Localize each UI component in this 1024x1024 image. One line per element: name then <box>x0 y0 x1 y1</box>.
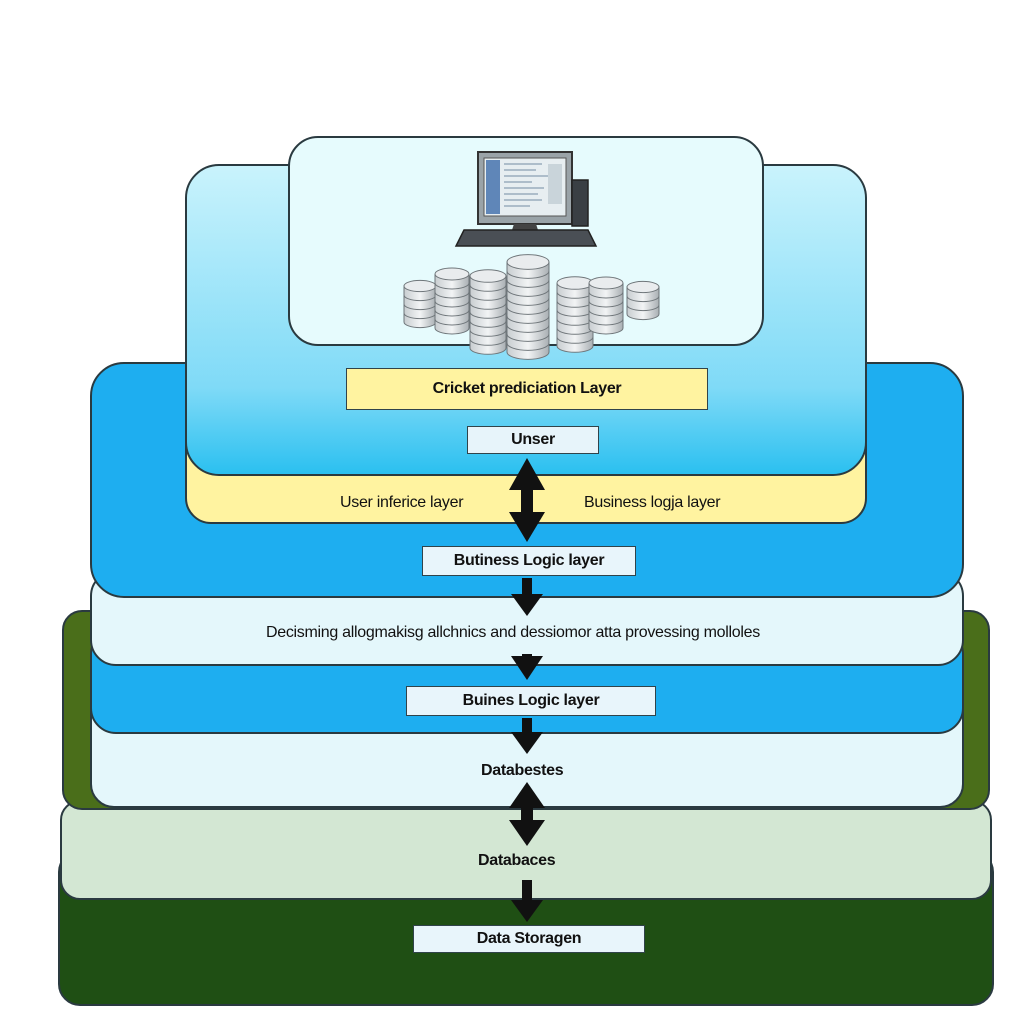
business-logic-layer-label-1: Butiness Logic layer <box>422 546 636 576</box>
double-arrow-icon <box>509 782 545 846</box>
user-interface-layer-text: User inferice layer <box>340 494 464 511</box>
databases-text-1: Databestes <box>481 762 564 779</box>
business-logic-right-text: Business logja layer <box>584 494 721 511</box>
down-arrow-icon <box>511 578 543 616</box>
business-logic-layer-label-2: Buines Logic layer <box>406 686 656 716</box>
down-arrow-icon <box>511 880 543 922</box>
computer-monitor-icon <box>454 151 598 247</box>
databases-text-2: Databaces <box>478 852 556 869</box>
user-label: Unser <box>467 426 599 454</box>
database-stack-icon <box>403 254 660 360</box>
double-arrow-icon <box>509 458 545 542</box>
down-arrow-icon <box>511 654 543 680</box>
cricket-prediction-layer-label: Cricket prediciation Layer <box>346 368 708 410</box>
down-arrow-icon <box>511 718 543 754</box>
processing-modules-text: Decisming allogmakisg allchnics and dess… <box>266 624 760 641</box>
data-storage-label: Data Storagen <box>413 925 645 953</box>
